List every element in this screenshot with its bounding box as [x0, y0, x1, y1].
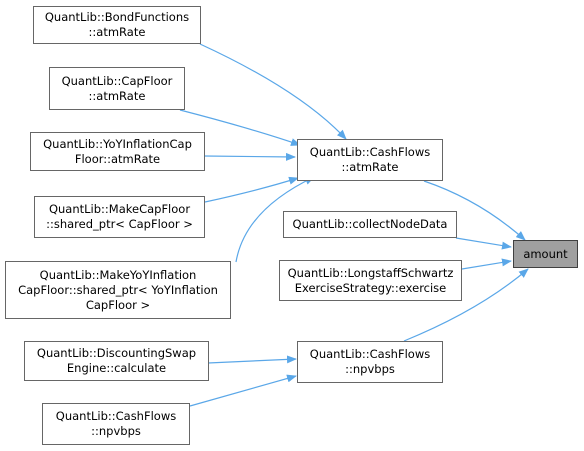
node-yoyinflationcapfloor-atmrate[interactable]: QuantLib::YoYInflationCap Floor::atmRate	[30, 132, 205, 171]
edge-yoyinflation-to-cashflows-atmrate	[203, 152, 296, 161]
node-label-line: ::atmRate	[88, 25, 146, 39]
node-bondfunctions-atmrate[interactable]: QuantLib::BondFunctions ::atmRate	[33, 6, 201, 44]
edge-discountingswap-to-npvbps	[207, 355, 297, 364]
node-label-line: QuantLib::LongstaffSchwartz	[287, 265, 454, 280]
node-capfloor-atmrate[interactable]: QuantLib::CapFloor ::atmRate	[49, 67, 185, 110]
edge-collectnodedata-to-amount	[455, 237, 512, 250]
node-makeyoyinflationcapfloor[interactable]: QuantLib::MakeYoYInflation CapFloor::sha…	[5, 261, 231, 319]
node-label-line: CapFloor >	[85, 297, 151, 312]
node-label-line: ::atmRate	[88, 88, 146, 103]
edge-bondfunctions-to-cashflows-atmrate	[199, 43, 347, 140]
node-label-line: QuantLib::collectNodeData	[292, 217, 448, 231]
node-label-line: QuantLib::CashFlows	[309, 347, 431, 361]
node-amount[interactable]: amount	[513, 240, 578, 268]
edge-cashflows-atmrate-to-amount	[423, 180, 526, 241]
edge-npvbps2-to-npvbps	[189, 374, 297, 407]
node-makecapfloor[interactable]: QuantLib::MakeCapFloor ::shared_ptr< Cap…	[34, 196, 205, 238]
node-label-line: QuantLib::DiscountingSwap	[36, 346, 197, 360]
node-label-line: QuantLib::CapFloor	[61, 73, 173, 88]
node-longstaffschwartz-exercise[interactable]: QuantLib::LongstaffSchwartz ExerciseStra…	[279, 260, 462, 301]
node-label-line: CapFloor::shared_ptr< YoYInflation	[18, 282, 218, 297]
node-label-line: ::npvbps	[345, 362, 395, 376]
node-label-line: QuantLib::BondFunctions	[44, 10, 190, 24]
node-collectnodedata[interactable]: QuantLib::collectNodeData	[283, 211, 457, 238]
node-label-line: ExerciseStrategy::exercise	[294, 280, 447, 295]
node-label-line: QuantLib::MakeYoYInflation	[39, 267, 197, 282]
edge-makecapfloor-to-cashflows-atmrate	[204, 176, 299, 203]
node-label-line: QuantLib::CashFlows	[309, 145, 431, 159]
node-cashflows-npvbps-caller[interactable]: QuantLib::CashFlows ::npvbps	[42, 403, 190, 445]
node-label-line: QuantLib::YoYInflationCap	[43, 136, 192, 151]
edge-cashflows-npvbps-to-amount	[403, 268, 529, 342]
node-cashflows-atmrate[interactable]: QuantLib::CashFlows ::atmRate	[297, 139, 443, 181]
node-label-line: amount	[523, 246, 568, 261]
node-label-line: Floor::atmRate	[74, 151, 161, 166]
node-cashflows-npvbps-main[interactable]: QuantLib::CashFlows ::npvbps	[297, 341, 443, 383]
node-label-line: ::atmRate	[341, 160, 399, 174]
node-discountingswap-calculate[interactable]: QuantLib::DiscountingSwap Engine::calcul…	[24, 341, 209, 381]
edge-capfloor-to-cashflows-atmrate	[179, 109, 301, 146]
node-label-line: Engine::calculate	[66, 361, 167, 375]
node-label-line: ::shared_ptr< CapFloor >	[46, 217, 193, 231]
node-label-line: QuantLib::CashFlows	[55, 409, 177, 423]
edge-longstaffschwartz-to-amount	[461, 258, 512, 270]
edge-makeyoy-to-cashflows-atmrate	[235, 176, 315, 263]
node-label-line: ::npvbps	[91, 424, 141, 438]
node-label-line: QuantLib::MakeCapFloor	[48, 202, 191, 216]
